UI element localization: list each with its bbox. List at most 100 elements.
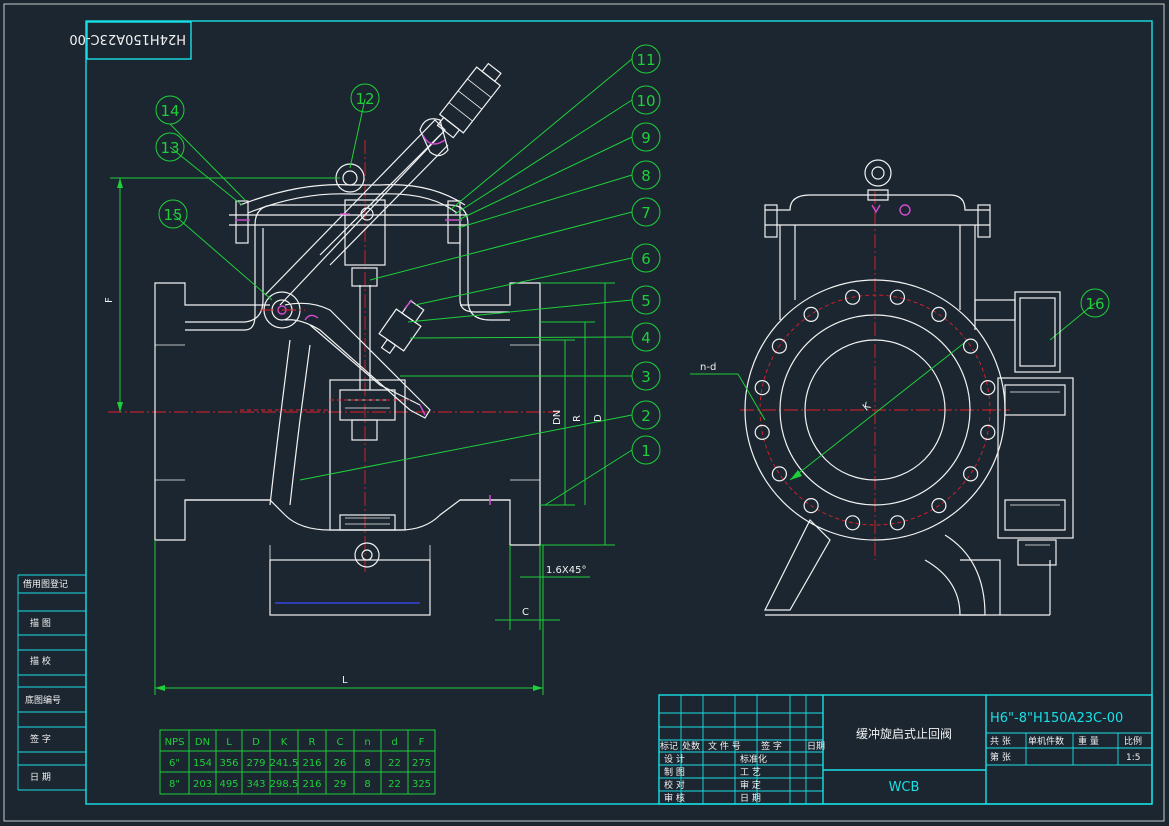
- tb-row-1-b: 标准化: [740, 753, 767, 765]
- callout-4: 4: [641, 329, 651, 347]
- bolt-hole: [754, 424, 770, 440]
- strip-label-6: 日 期: [30, 772, 51, 783]
- mirrored-code-box: H24H150A23C-00: [69, 21, 192, 60]
- mirrored-code-text: H24H150A23C-00: [69, 31, 186, 46]
- table-cell: 216: [302, 779, 321, 790]
- tb-header-2: 处数: [682, 740, 700, 752]
- table-header-cell: R: [309, 737, 316, 748]
- strip-label-1: 借用图登记: [23, 578, 68, 590]
- dim-chamfer: 1.6X45°: [546, 565, 586, 576]
- tb-row-1-a: 设 计: [664, 753, 685, 765]
- table-cell: 26: [334, 758, 347, 769]
- bolt-hole: [803, 306, 819, 322]
- callout-14: 14: [160, 102, 179, 120]
- tb-header-5: 日期: [807, 741, 825, 752]
- material: WCB: [889, 780, 920, 795]
- table-cell: 495: [219, 779, 238, 790]
- tb-row-3-a: 校 对: [664, 779, 685, 791]
- bolt-hole: [931, 498, 947, 514]
- table-header-cell: K: [281, 737, 288, 748]
- table-header-cell: F: [419, 737, 425, 748]
- table-cell: 216: [302, 758, 321, 769]
- strip-label-2: 描 图: [30, 617, 51, 629]
- table-cell: 343: [246, 779, 265, 790]
- callout-12: 12: [355, 90, 374, 108]
- bolt-hole: [889, 289, 906, 305]
- tb-header-4: 签 字: [761, 740, 782, 752]
- table-header-cell: DN: [195, 737, 210, 748]
- strip-label-4: 底图编号: [25, 694, 61, 706]
- table-cell: 29: [334, 779, 347, 790]
- dim-L: L: [342, 675, 348, 686]
- tb-header-1: 标记: [660, 740, 678, 752]
- dim-R: R: [572, 415, 583, 422]
- table-cell: 8": [169, 779, 180, 790]
- tb-row-2-b: 工 艺: [740, 767, 761, 778]
- callout-10: 10: [636, 92, 655, 110]
- callout-6: 6: [641, 250, 651, 268]
- table-cell: 203: [193, 779, 212, 790]
- inner-frame: [85, 20, 1153, 805]
- tb-row-4-b: 日 期: [740, 793, 761, 804]
- callout-9: 9: [641, 129, 651, 147]
- left-strip: 借用图登记 描 图 描 校 底图编号 签 字 日 期: [17, 574, 86, 791]
- table-cell: 298.5: [270, 779, 299, 790]
- table-cell: 356: [219, 758, 238, 769]
- tb-meta-2: 单机件数: [1028, 735, 1064, 747]
- drawing-code: H6"-8"H150A23C-00: [990, 711, 1123, 726]
- table-header-cell: C: [337, 737, 344, 748]
- table-cell: 6": [169, 758, 180, 769]
- table-header-cell: L: [226, 737, 232, 748]
- bolt-hole: [844, 515, 861, 531]
- callout-13: 13: [160, 139, 179, 157]
- drawing-title: 缓冲旋启式止回阀: [856, 726, 952, 741]
- callouts: 11 10 9 8 7 6 5 4 3 2 1 12 14 13 15 16: [155, 44, 1110, 506]
- table-header-cell: n: [364, 737, 370, 748]
- section-view: [108, 62, 560, 616]
- dim-nd: n-d: [700, 362, 716, 373]
- title-block: 标记 处数 文 件 号 签 字 日期 设 计 标准化 制 图 工 艺 校 对 审…: [658, 694, 1153, 805]
- callout-7: 7: [641, 204, 651, 222]
- bolt-hole: [980, 424, 996, 440]
- bolt-holes: [754, 289, 996, 531]
- strip-label-3: 描 校: [30, 655, 51, 667]
- table-header-cell: d: [391, 737, 397, 748]
- tb-row-4-a: 审 核: [664, 792, 685, 804]
- tb-sheet: 第 张: [990, 751, 1011, 763]
- dimension-lines: F DN R D L C 1.6X45°: [104, 177, 615, 695]
- callout-16: 16: [1085, 295, 1104, 313]
- bolt-hole: [771, 466, 788, 482]
- callout-1: 1: [641, 442, 651, 460]
- table-cell: 241.5: [270, 758, 299, 769]
- callout-2: 2: [641, 407, 651, 425]
- dim-F: F: [104, 297, 115, 303]
- tb-header-3: 文 件 号: [708, 740, 741, 752]
- tb-row-3-b: 审 定: [740, 779, 761, 791]
- table-cell: 275: [412, 758, 431, 769]
- callout-11: 11: [636, 51, 655, 69]
- callout-15: 15: [163, 206, 182, 224]
- strip-label-5: 签 字: [30, 733, 51, 745]
- bolt-hole: [980, 380, 996, 396]
- table-cell: 22: [388, 758, 401, 769]
- dim-C: C: [522, 607, 529, 618]
- bolt-hole: [962, 466, 979, 482]
- tb-scale: 1:5: [1126, 753, 1140, 763]
- table-header-cell: NPS: [165, 737, 185, 748]
- tb-row-2-a: 制 图: [664, 766, 685, 778]
- callout-8: 8: [641, 167, 651, 185]
- bolt-hole: [962, 338, 979, 354]
- table-header-cell: D: [252, 737, 260, 748]
- bolt-hole: [754, 380, 770, 396]
- table-cell: 22: [388, 779, 401, 790]
- bolt-hole: [803, 498, 819, 514]
- table-cell: 8: [364, 779, 370, 790]
- table-cell: 279: [246, 758, 265, 769]
- dim-D: D: [593, 414, 604, 422]
- table-cell: 154: [193, 758, 212, 769]
- dim-DN: DN: [552, 410, 563, 425]
- bolt-hole: [889, 515, 906, 531]
- callout-3: 3: [641, 368, 651, 386]
